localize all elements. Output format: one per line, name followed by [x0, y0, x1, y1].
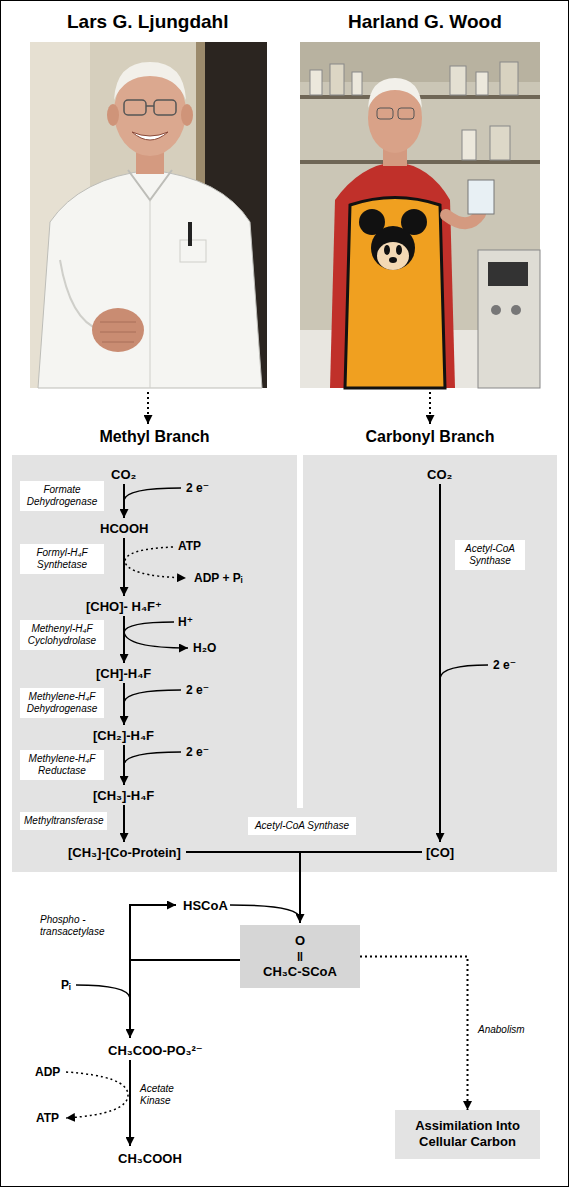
- compound-label: [CHO]- H₄F⁺: [86, 599, 162, 614]
- compound-label: [CO]: [426, 845, 454, 860]
- lab-photo: [300, 42, 540, 388]
- cofactor-label: ADP: [35, 1065, 60, 1079]
- scientist-name: Lars G. Ljungdahl: [67, 11, 229, 33]
- label-slot: [CO]: [426, 845, 454, 860]
- label-slot: HCOOH: [100, 521, 148, 536]
- enzyme-name: Acetyl-CoA Synthase: [459, 543, 521, 567]
- compound-label: [CH₃]-[Co-Protein]: [68, 845, 181, 860]
- enzyme-box: Acetyl-CoA Synthase: [455, 540, 525, 570]
- enzyme-box: Methenyl-H₄F Cyclohydrolase: [20, 620, 104, 650]
- cofactor-label: ATP: [36, 1111, 59, 1125]
- enzyme-box: Methylene-H₄F Reductase: [20, 750, 104, 780]
- enzyme-name: Acetate Kinase: [140, 1083, 190, 1107]
- enzyme-box: Methyltransferase: [20, 812, 107, 830]
- label-slot: H₂O: [193, 641, 216, 655]
- enzyme-box: Formyl-H₄F Synthetase: [20, 544, 104, 574]
- label-slot: [CH₃]-[Co-Protein]: [68, 845, 181, 860]
- label-slot: 2 e⁻: [493, 658, 516, 672]
- acetyl-coa-formula: CH₃C-SCoA: [248, 964, 352, 980]
- label-slot: 2 e⁻: [186, 683, 209, 697]
- label-slot: 2 e⁻: [186, 481, 209, 495]
- scientist-name: Harland G. Wood: [348, 11, 502, 33]
- branch-panel: Carbonyl BranchAcetyl-CoA Synthase: [303, 455, 557, 872]
- label-slot: CH₃COO-PO₃²⁻: [108, 1043, 203, 1058]
- cofactor-label: H⁺: [178, 615, 193, 629]
- label-slot: [CH]-H₄F: [96, 666, 151, 681]
- enzyme-box: Formate Dehydrogenase: [20, 481, 104, 511]
- label-slot: CH₃COOH: [118, 1151, 182, 1166]
- label-slot: ATP: [36, 1111, 59, 1125]
- compound-label: CO₂: [427, 467, 452, 482]
- enzyme-name: Methylene-H₄F Dehydrogenase: [24, 691, 100, 715]
- label-slot: [CH₂]-H₄F: [93, 728, 154, 743]
- acetyl-coa-formula: O: [248, 933, 352, 949]
- branch-panel: Methyl BranchFormate DehydrogenaseFormyl…: [12, 455, 297, 872]
- label-slot: 2 e⁻: [186, 745, 209, 759]
- label-slot: CO₂: [111, 467, 136, 482]
- label-slot: Acetate Kinase: [140, 1083, 190, 1107]
- label-slot: Phospho - transacetylase: [40, 914, 122, 938]
- cofactor-label: ADP + Pᵢ: [194, 571, 243, 585]
- label-slot: [CHO]- H₄F⁺: [86, 599, 162, 614]
- cofactor-label: H₂O: [193, 641, 216, 655]
- label-slot: ATP: [178, 539, 201, 553]
- enzyme-name: Methyltransferase: [24, 815, 103, 827]
- assimilation-box: Assimilation Into Cellular Carbon: [395, 1110, 540, 1159]
- compound-label: [CH₂]-H₄F: [93, 728, 154, 743]
- portrait-photo: [30, 42, 267, 388]
- enzyme-name: Formyl-H₄F Synthetase: [24, 547, 100, 571]
- junction-band: [297, 808, 303, 872]
- label-slot: CO₂: [427, 467, 452, 482]
- compound-label: CH₃COO-PO₃²⁻: [108, 1043, 203, 1058]
- acetyl-coa-formula: ‖: [248, 949, 352, 965]
- compound-label: HCOOH: [100, 521, 148, 536]
- compound-label: HSCoA: [183, 898, 228, 913]
- enzyme-box: Acetyl-CoA Synthase: [248, 817, 356, 835]
- label-slot: Harland G. Wood: [348, 11, 502, 33]
- branch-heading: Methyl Branch: [12, 428, 297, 446]
- enzyme-name: Methylene-H₄F Reductase: [24, 753, 100, 777]
- cofactor-label: 2 e⁻: [493, 658, 516, 672]
- assimilation-label: Assimilation Into Cellular Carbon: [403, 1118, 532, 1151]
- label-slot: Lars G. Ljungdahl: [67, 11, 229, 33]
- cofactor-label: Pᵢ: [61, 978, 71, 992]
- photo-pointer: [148, 392, 430, 424]
- enzyme-name: Acetyl-CoA Synthase: [252, 820, 352, 832]
- compound-label: [CH]-H₄F: [96, 666, 151, 681]
- enzyme-name: Formate Dehydrogenase: [24, 484, 100, 508]
- cofactor-label: ATP: [178, 539, 201, 553]
- pathway-arrows: [66, 484, 488, 1146]
- connector-label: Anabolism: [478, 1024, 525, 1036]
- label-slot: H⁺: [178, 615, 193, 629]
- cofactor-label: 2 e⁻: [186, 683, 209, 697]
- enzyme-name: Phospho - transacetylase: [40, 914, 122, 938]
- label-slot: ADP + Pᵢ: [194, 571, 243, 585]
- label-slot: ADP: [35, 1065, 60, 1079]
- enzyme-box: Methylene-H₄F Dehydrogenase: [20, 688, 104, 718]
- cofactor-label: 2 e⁻: [186, 745, 209, 759]
- label-slot: Pᵢ: [61, 978, 71, 992]
- compound-label: [CH₃]-H₄F: [93, 788, 154, 803]
- acetyl-coa-box: O‖CH₃C-SCoA: [240, 925, 360, 988]
- label-slot: Anabolism: [478, 1024, 525, 1036]
- cofactor-label: 2 e⁻: [186, 481, 209, 495]
- compound-label: CH₃COOH: [118, 1151, 182, 1166]
- label-slot: HSCoA: [183, 898, 228, 913]
- enzyme-name: Methenyl-H₄F Cyclohydrolase: [24, 623, 100, 647]
- label-slot: [CH₃]-H₄F: [93, 788, 154, 803]
- branch-heading: Carbonyl Branch: [303, 428, 557, 446]
- anabolism-connector: [360, 956, 468, 1110]
- compound-label: CO₂: [111, 467, 136, 482]
